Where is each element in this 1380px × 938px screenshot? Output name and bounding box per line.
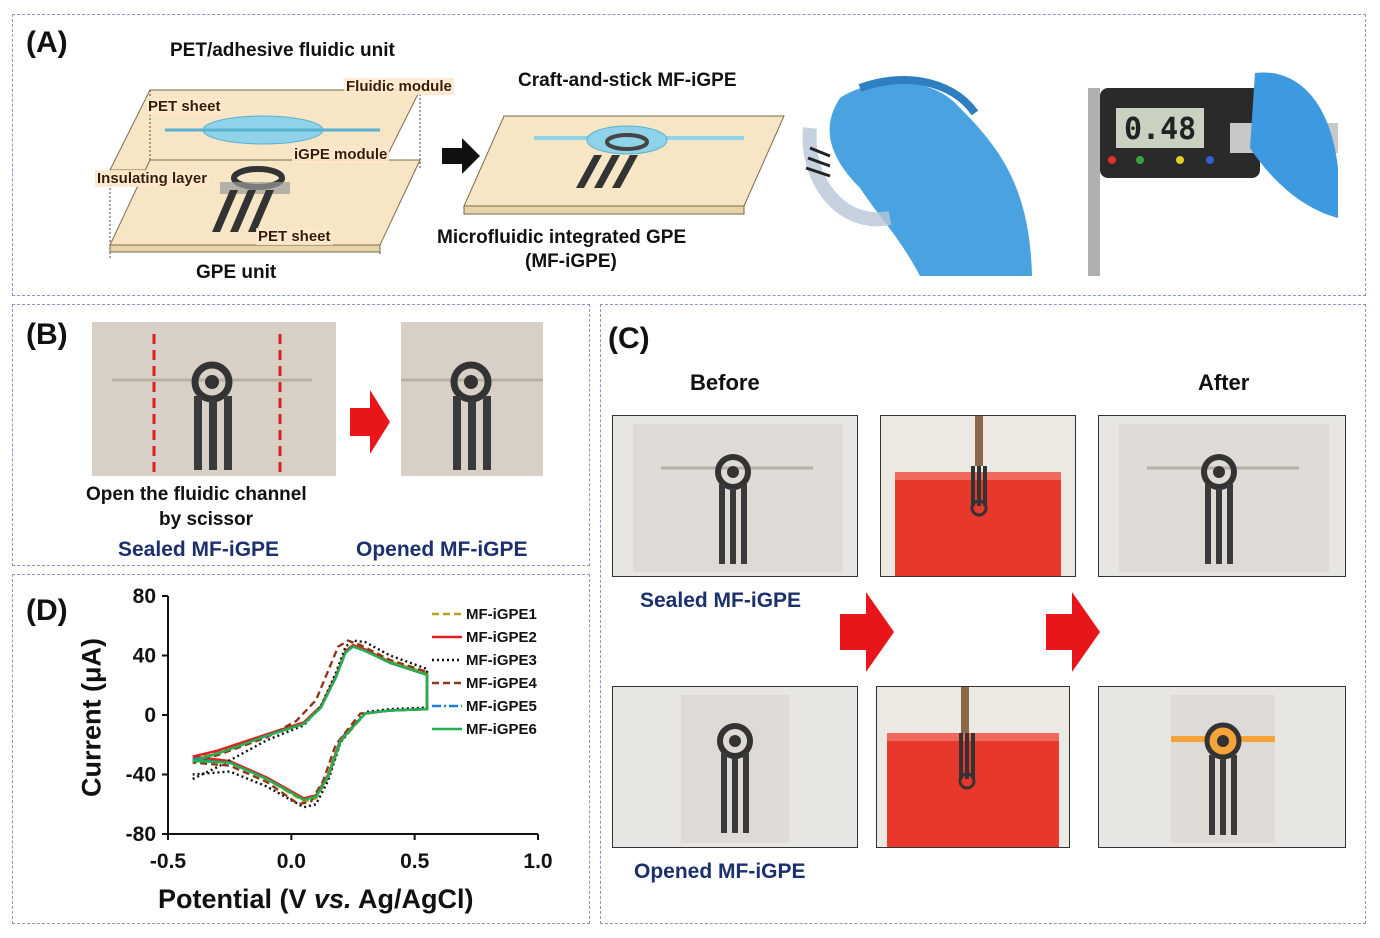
panel-d-label: (D): [26, 594, 68, 627]
red-arrow-icon: [350, 390, 390, 454]
cv-legend: MF-iGPE1MF-iGPE2MF-iGPE3MF-iGPE4MF-iGPE5…: [432, 606, 537, 738]
scissor-caption-line1: Open the fluidic channel: [86, 484, 307, 505]
sealed-immersed-image: [895, 416, 1061, 576]
sealed-label-b: Sealed MF-iGPE: [118, 538, 280, 561]
legend-label: MF-iGPE4: [466, 675, 537, 692]
igpe-module-label: iGPE module: [292, 146, 390, 163]
pet-sheet-top-label: PET sheet: [146, 98, 223, 115]
cv-axes: -0.5 0.0 0.5 1.0 80 40 0 -40 -80: [126, 585, 553, 873]
sealed-before-photo: [612, 415, 858, 577]
fluidic-module-label: Fluidic module: [344, 78, 454, 95]
red-arrow-1-icon: [840, 592, 894, 672]
y-tick-label: 80: [133, 585, 156, 608]
cv-ylabel: Current (μA): [76, 638, 107, 798]
legend-label: MF-iGPE3: [466, 652, 537, 669]
opened-label-c: Opened MF-iGPE: [634, 860, 806, 883]
sealed-immersed-photo: [880, 415, 1076, 577]
opened-immersed-photo: [876, 686, 1070, 848]
legend-label: MF-iGPE2: [466, 629, 537, 646]
cv-curves: [192, 639, 429, 809]
after-heading: After: [1198, 370, 1250, 395]
cv-xlabel: Potential (V vs. Ag/AgCl): [158, 884, 474, 915]
panel-a: [12, 14, 1366, 296]
sealed-after-image: [1119, 424, 1329, 572]
cv-series-6: [192, 645, 429, 802]
sealed-device-photo: [92, 322, 336, 476]
insulating-layer-label: Insulating layer: [95, 170, 210, 187]
fluidic-unit-title: PET/adhesive fluidic unit: [170, 40, 395, 61]
flexible-sensor-photo: [800, 68, 1032, 276]
sealed-label-c: Sealed MF-iGPE: [640, 589, 802, 612]
cv-xlabel-text: Potential (V vs. Ag/AgCl): [158, 884, 474, 914]
caliper-reading: 0.48: [1124, 112, 1197, 147]
cv-series-1: [192, 643, 429, 803]
y-tick-label: -40: [126, 764, 156, 787]
glove-image: [802, 76, 1032, 276]
cv-series-5: [192, 645, 429, 802]
mf-igpe-assembled-diagram: [463, 115, 785, 215]
opened-before-image: [681, 695, 789, 843]
caliper-photo: [1080, 68, 1338, 276]
panel-d: [12, 574, 590, 924]
craft-title: Craft-and-stick MF-iGPE: [518, 70, 737, 91]
opened-immersed-image: [887, 687, 1059, 847]
x-tick-label: 1.0: [523, 850, 552, 873]
mf-caption-line2: (MF-iGPE): [525, 251, 617, 272]
panel-b-label: (B): [26, 318, 68, 351]
x-tick-label: 0.0: [277, 850, 306, 873]
x-tick-label: -0.5: [150, 850, 187, 873]
black-arrow-icon: [442, 138, 480, 174]
cv-xlabel-vs: vs.: [314, 884, 352, 914]
opened-before-photo: [612, 686, 858, 848]
scissor-caption-line2: by scissor: [159, 509, 253, 530]
gpe-unit-label: GPE unit: [196, 262, 277, 283]
opened-after-photo: [1098, 686, 1346, 848]
sealed-before-image: [633, 424, 843, 572]
panel-c-label: (C): [608, 322, 650, 355]
panel-b: [12, 304, 590, 566]
cv-series-3: [192, 639, 429, 809]
pet-sheet-bottom-label: PET sheet: [256, 228, 333, 245]
red-arrow-2-icon: [1046, 592, 1100, 672]
y-tick-label: 40: [133, 645, 156, 668]
opened-label-b: Opened MF-iGPE: [356, 538, 528, 561]
legend-label: MF-iGPE1: [466, 606, 537, 623]
opened-after-image: [1171, 695, 1275, 843]
panel-a-label: (A): [26, 26, 68, 59]
sealed-after-photo: [1098, 415, 1346, 577]
y-tick-label: -80: [126, 823, 156, 846]
panel-c: [600, 304, 1366, 924]
legend-label: MF-iGPE5: [466, 698, 537, 715]
legend-label: MF-iGPE6: [466, 721, 537, 738]
before-heading: Before: [690, 370, 760, 395]
cv-series-2: [192, 643, 429, 800]
opened-device-image: [401, 361, 543, 470]
sealed-device-image: [112, 334, 312, 472]
opened-device-photo: [401, 322, 543, 476]
mf-caption-line1: Microfluidic integrated GPE: [437, 227, 687, 248]
caliper-image: [1088, 72, 1338, 276]
x-tick-label: 0.5: [400, 850, 430, 873]
cv-series-4: [192, 639, 429, 806]
y-tick-label: 0: [144, 704, 156, 727]
